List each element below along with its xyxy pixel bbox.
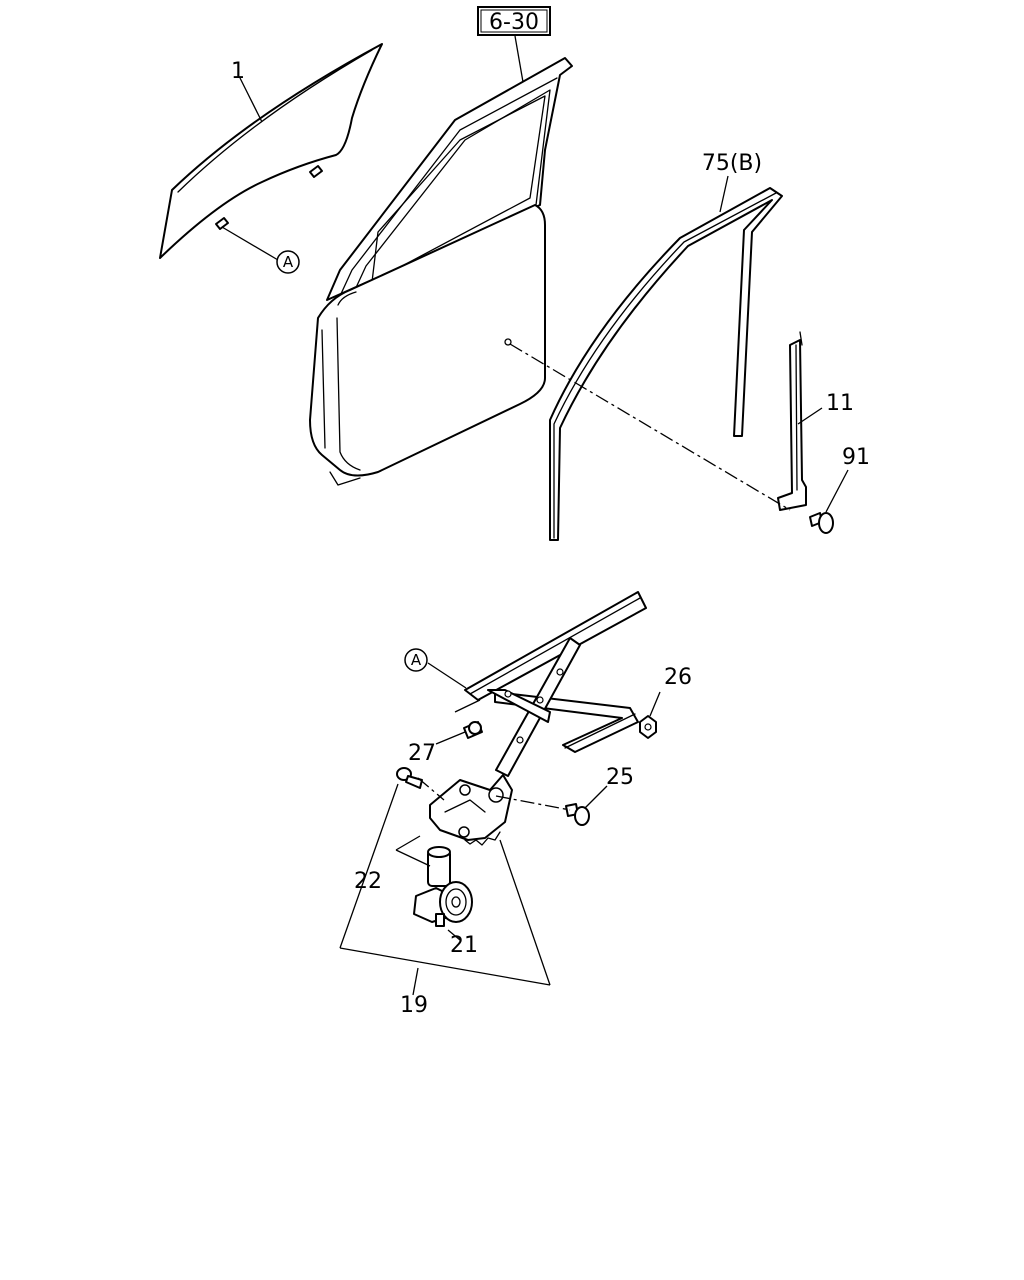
- leader-lines: [221, 35, 849, 996]
- circled-ref-a-regulator: A: [404, 648, 428, 672]
- bolt-27: [463, 721, 483, 739]
- callout-19: 19: [400, 993, 428, 1018]
- door-glass: [159, 43, 383, 259]
- callout-1: 1: [231, 59, 245, 84]
- front-door: [309, 57, 573, 486]
- rear-guide-rail: [777, 331, 807, 511]
- svg-text:A: A: [411, 651, 422, 669]
- nut-26: [639, 715, 657, 739]
- bolt-25: [565, 803, 590, 826]
- callout-91: 91: [842, 445, 870, 470]
- callout-26: 26: [664, 665, 692, 690]
- callout-27: 27: [408, 741, 436, 766]
- svg-text:A: A: [283, 253, 294, 271]
- callout-21: 21: [450, 933, 478, 958]
- callout-11: 11: [826, 391, 854, 416]
- reference-box-label: 6-30: [489, 10, 539, 35]
- glass-run-channel: [549, 187, 783, 541]
- bolt-91: [809, 512, 834, 534]
- regulator-motor: [413, 846, 473, 927]
- callout-22: 22: [354, 869, 382, 894]
- bolt-22: [396, 767, 423, 789]
- callout-75b: 75(B): [702, 151, 762, 176]
- callout-25: 25: [606, 765, 634, 790]
- circled-ref-a-glass: A: [276, 250, 300, 274]
- window-regulator: [429, 591, 647, 846]
- reference-box-6-30[interactable]: 6-30: [477, 6, 551, 36]
